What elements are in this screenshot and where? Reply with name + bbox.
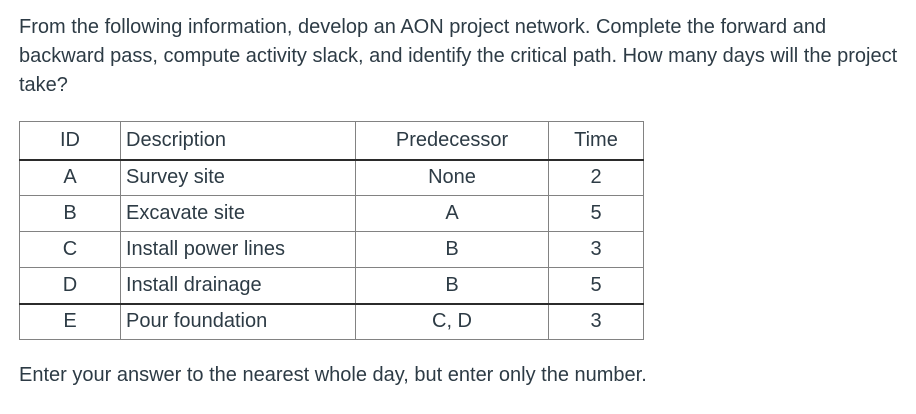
question-text: From the following information, develop … — [19, 13, 916, 100]
cell-time: 5 — [548, 195, 644, 232]
activity-table: ID Description Predecessor Time A Survey… — [19, 121, 644, 340]
cell-description: Install drainage — [120, 267, 356, 304]
cell-time: 3 — [548, 302, 644, 340]
table-row: E Pour foundation C, D 3 — [19, 302, 644, 340]
cell-id: B — [19, 195, 121, 232]
cell-id: A — [19, 159, 121, 196]
table-body: A Survey site None 2 B Excavate site A 5… — [19, 159, 644, 340]
table-row: D Install drainage B 5 — [19, 267, 644, 304]
table-row: C Install power lines B 3 — [19, 231, 644, 268]
table-row: B Excavate site A 5 — [19, 195, 644, 232]
header-row: ID Description Predecessor Time — [19, 121, 644, 161]
question-text-line: From the following information, develop … — [19, 16, 827, 38]
cell-predecessor: B — [355, 231, 549, 268]
cell-time: 2 — [548, 159, 644, 196]
cell-description: Excavate site — [120, 195, 356, 232]
cell-time: 3 — [548, 231, 644, 268]
cell-predecessor: C, D — [355, 302, 549, 340]
cell-time: 5 — [548, 267, 644, 304]
cell-description: Install power lines — [120, 231, 356, 268]
cell-id: E — [19, 302, 121, 340]
cell-description: Survey site — [120, 159, 356, 196]
cell-id: D — [19, 267, 121, 304]
column-header-time: Time — [548, 121, 644, 161]
question-text-line: take? — [19, 74, 68, 96]
column-header-id: ID — [19, 121, 121, 161]
cell-predecessor: None — [355, 159, 549, 196]
cell-predecessor: B — [355, 267, 549, 304]
column-header-description: Description — [120, 121, 356, 161]
cell-predecessor: A — [355, 195, 549, 232]
table-header: ID Description Predecessor Time — [19, 121, 644, 161]
cell-id: C — [19, 231, 121, 268]
answer-instruction: Enter your answer to the nearest whole d… — [19, 364, 647, 386]
column-header-predecessor: Predecessor — [355, 121, 549, 161]
question-text-line: backward pass, compute activity slack, a… — [19, 45, 898, 67]
table-row: A Survey site None 2 — [19, 159, 644, 196]
cell-description: Pour foundation — [120, 302, 356, 340]
